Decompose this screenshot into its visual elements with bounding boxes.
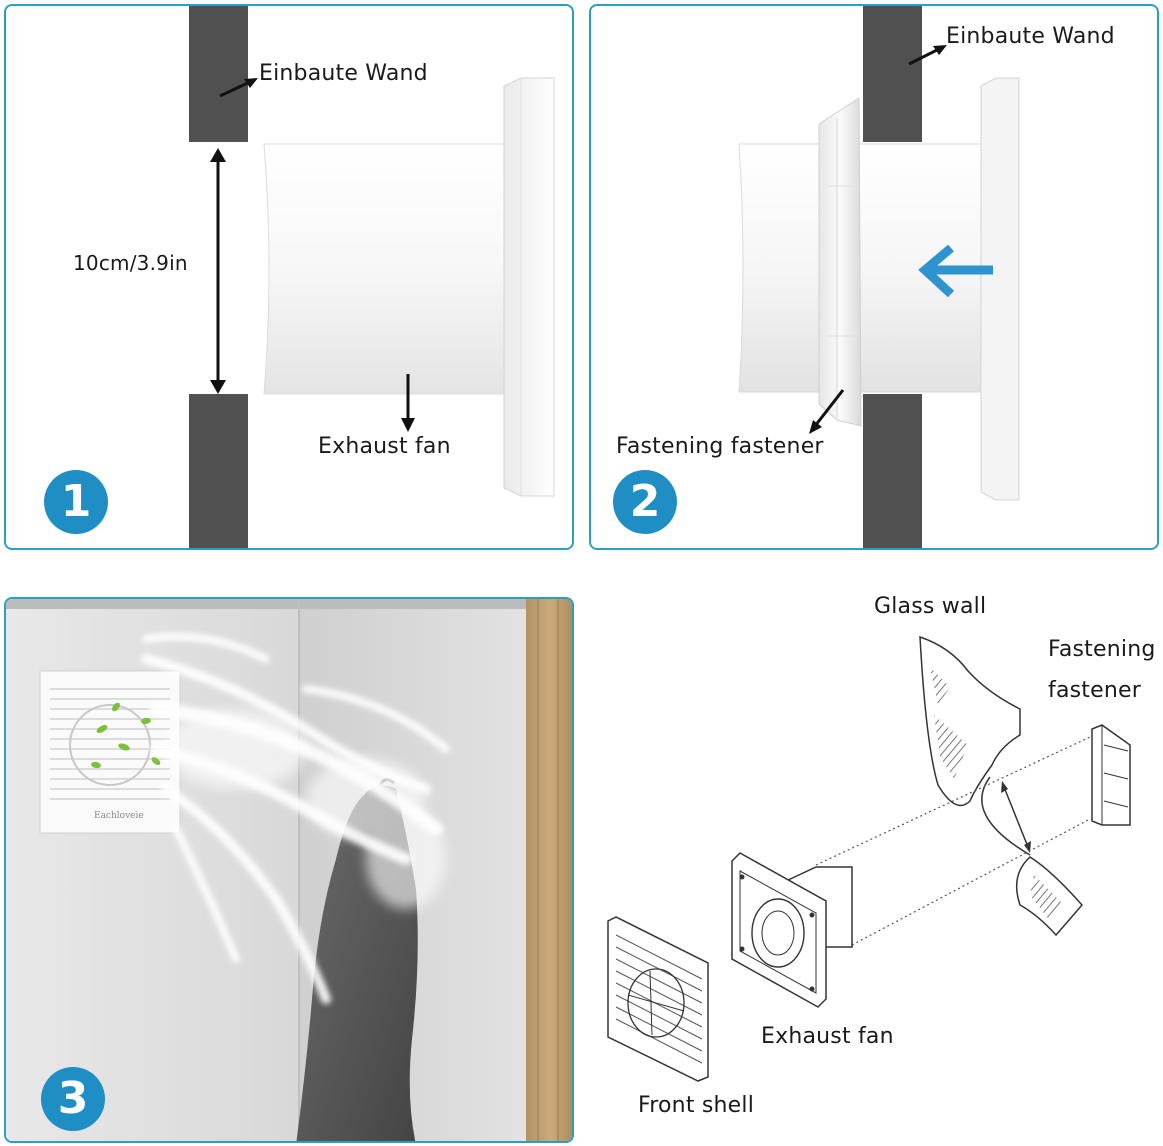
wall-label: Einbaute Wand: [259, 61, 428, 86]
dimension-label: 10cm/3.9in: [73, 251, 188, 275]
fastener-pointer: [813, 389, 845, 427]
glass-wall-label: Glass wall: [874, 594, 987, 619]
front-shell-label: Front shell: [638, 1093, 755, 1118]
fan-brand-text: Eachloveie: [94, 811, 144, 821]
exhaust-fan-part: [731, 852, 827, 1008]
step-1-panel: Einbaute Wand 10cm/3.9in Exhaust fan 1: [4, 4, 574, 550]
fastening-ring: [818, 97, 862, 427]
wall-opening: [981, 776, 1031, 856]
wall-pointer: [908, 46, 942, 66]
step-2-illustration: [738, 6, 1020, 548]
fastener-label-line-1: Fastening: [1048, 637, 1156, 662]
bathroom-scene: [6, 599, 572, 1141]
wooden-panel: [526, 599, 572, 1141]
exhaust-fan-label: Exhaust fan: [318, 434, 451, 459]
fastener-label-line-2: fastener: [1048, 678, 1141, 703]
wall-label: Einbaute Wand: [946, 24, 1115, 49]
step-badge-2: 2: [613, 470, 677, 534]
front-shell-part: [607, 916, 709, 1082]
fan-front-plate: [980, 77, 1020, 501]
exploded-diagram-drawing: [607, 635, 1131, 1082]
fan-body: [263, 143, 522, 395]
wall-top: [189, 6, 248, 142]
fan-front-plate: [503, 77, 555, 497]
step-1-illustration: [189, 6, 555, 548]
wall-bottom: [863, 394, 922, 548]
exhaust-fan-label: Exhaust fan: [761, 1024, 894, 1049]
wall-bottom: [189, 394, 248, 548]
step-badge-3: 3: [41, 1067, 105, 1131]
exploded-assembly-diagram: Glass wall Fastening fastener Exhaust fa…: [590, 575, 1163, 1146]
step-badge-1: 1: [44, 470, 108, 534]
step-3-panel: Eachloveie 3: [4, 597, 574, 1143]
fastening-fastener-label: Fastening fastener: [616, 434, 824, 459]
wall-top: [863, 6, 922, 142]
step-2-panel: Einbaute Wand Fastening fastener 2: [589, 4, 1159, 550]
